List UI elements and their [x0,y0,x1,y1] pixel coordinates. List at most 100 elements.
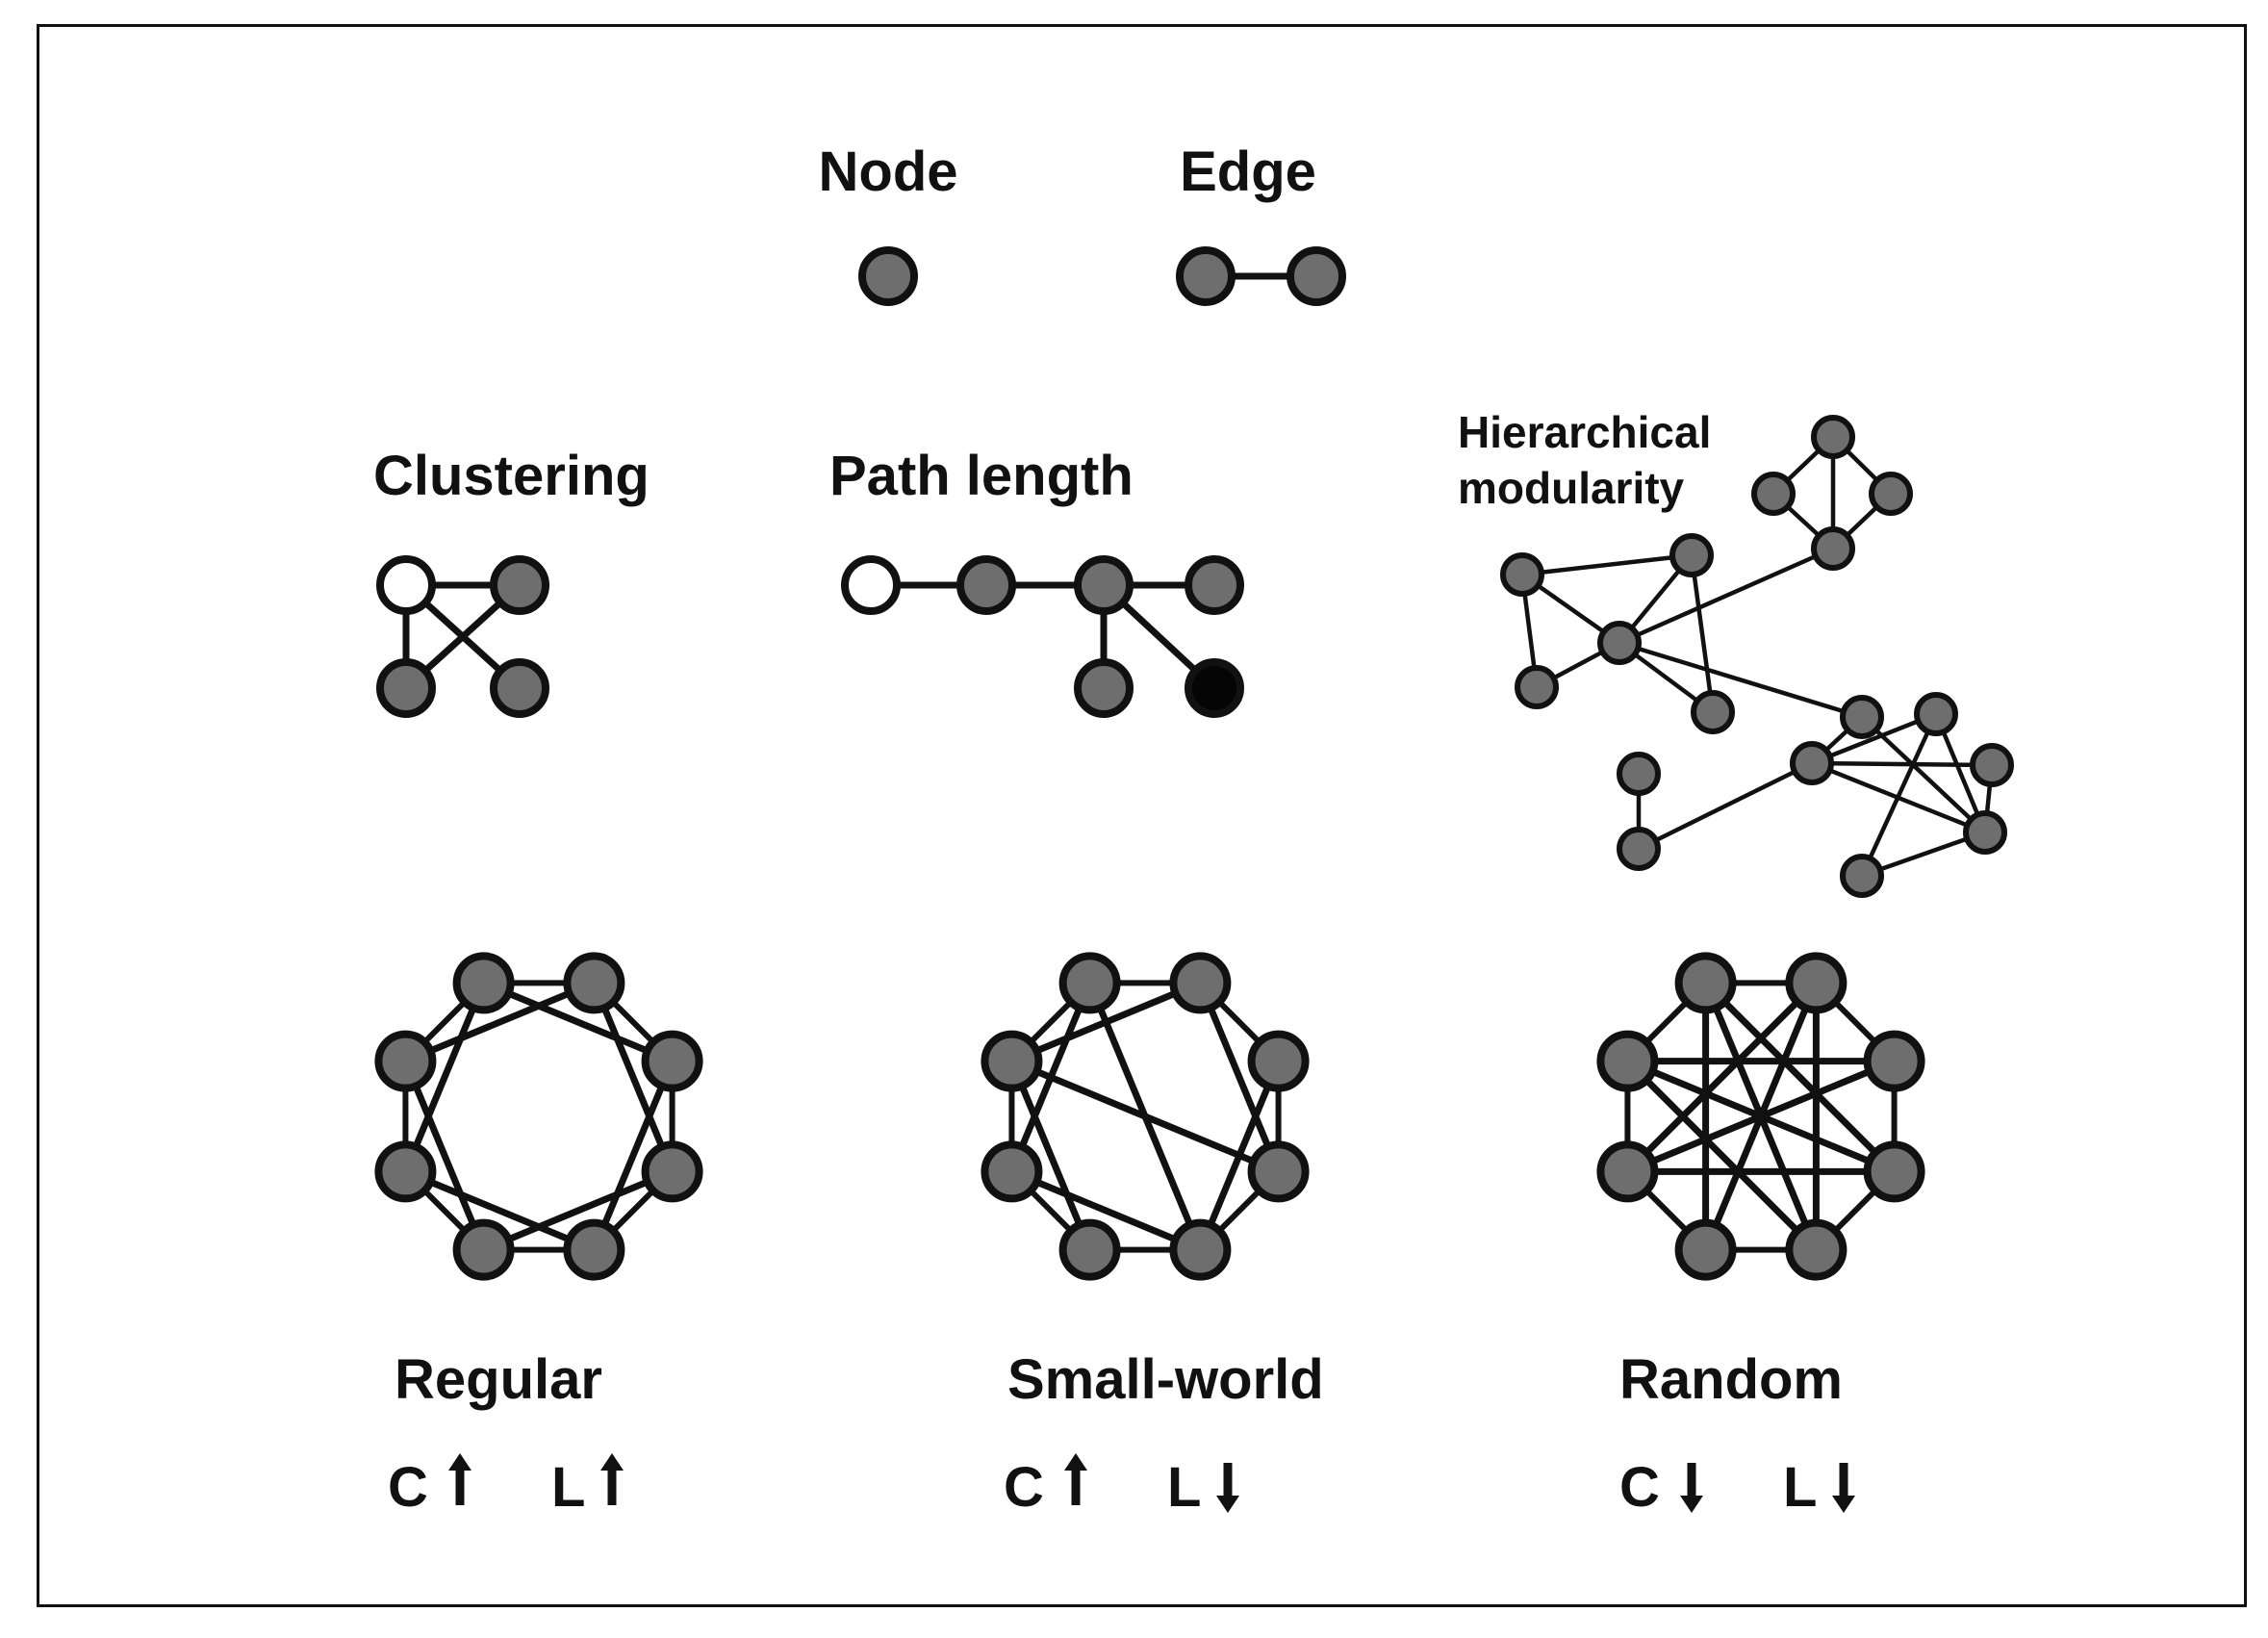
ring-edge [480,979,676,1065]
ring-node [374,1030,437,1092]
ring-edge [401,979,488,1175]
node-label: Node [819,141,958,203]
random-l-label: L [1783,1456,1817,1519]
ring-edge [1007,1058,1094,1254]
shortcut-edge [1007,1058,1283,1175]
small-world-c-label: C [1004,1456,1044,1519]
hier-node [1840,854,1884,898]
hier-node [1869,472,1913,516]
ring-node [1596,1140,1659,1203]
ring-node [1674,1218,1737,1281]
random-edge [1623,979,1820,1175]
ring-node [1247,1030,1310,1092]
path-node [1074,658,1134,718]
ring-node [563,1218,625,1281]
ring-node [563,952,625,1014]
hier-node [1963,810,2007,855]
random-edge [1623,1058,1820,1254]
ring-node [1058,952,1121,1014]
ring-node [1863,1030,1925,1092]
ring-node [1058,1218,1121,1281]
path-node [956,555,1016,615]
ring-edge [590,979,676,1175]
regular-c-label: C [388,1456,428,1519]
random-edge [1623,1058,1898,1175]
ring-node [1247,1140,1310,1203]
legend-edge-node-a [1176,246,1236,306]
hierarchical-label-line2: modularity [1458,463,1685,513]
random-metrics: C L [1619,1456,1855,1519]
path-length-example: Path length [829,445,1244,718]
arrow-down-icon [1832,1463,1855,1513]
clustering-node [376,658,436,718]
arrow-up-icon [1064,1453,1087,1505]
small-world-label: Small-world [1007,1348,1324,1411]
path-node [1185,555,1244,615]
ring-edge [401,979,598,1065]
legend-edge: Edge [1176,141,1346,306]
regular-metrics: C L [388,1453,624,1519]
legend-edge-node-b [1287,246,1346,306]
arrow-down-icon [1680,1463,1703,1513]
path-start-node [841,555,901,615]
regular-label: Regular [395,1348,602,1411]
ring-edge [401,1167,598,1254]
ring-node [1169,1218,1232,1281]
random-edge [1702,979,1898,1175]
small-world-network [981,952,1310,1281]
random-c-label: C [1619,1456,1660,1519]
hier-node [1811,415,1855,459]
legend-node: Node [819,141,958,306]
regular-network [374,952,703,1281]
hierarchical-label-line1: Hierarchical [1458,407,1711,457]
hier-node [1751,472,1796,516]
ring-edge [480,1167,676,1254]
ring-node [1169,952,1232,1014]
hier-node [1914,692,1958,736]
ring-edge [1007,1167,1204,1254]
hierarchical-modularity-example: Hierarchical modularity [1458,407,2014,898]
hier-node [1840,695,1884,739]
ring-node [1785,1218,1848,1281]
hier-node [1790,741,1834,785]
arrow-up-icon [600,1453,624,1505]
hier-node [1515,665,1559,709]
path-node [1074,555,1134,615]
clustering-label: Clustering [373,445,650,507]
ring-node [641,1140,703,1203]
figure-frame [37,24,2247,1607]
hier-node [1970,743,2014,787]
random-label: Random [1619,1348,1843,1411]
ring-node [452,1218,515,1281]
hier-node [1617,827,1661,871]
edge-label: Edge [1180,141,1316,203]
ring-node [374,1140,437,1203]
hier-node [1669,533,1714,577]
clustering-focal-node [376,555,436,615]
ring-node [981,1030,1043,1092]
ring-node [1863,1140,1925,1203]
regular-l-label: L [551,1456,585,1519]
hierarchical-nodes [1500,415,2014,898]
hier-node [1617,752,1661,796]
clustering-node [490,555,549,615]
ring-node [641,1030,703,1092]
arrow-down-icon [1216,1463,1239,1513]
random-network [1596,952,1925,1281]
small-world-l-label: L [1167,1456,1201,1519]
hier-node [1500,552,1544,597]
hier-node [1691,690,1735,734]
hier-node [1811,526,1855,571]
clustering-node [490,658,549,718]
ring-outer-edges [402,980,675,1253]
ring-edge [1196,979,1283,1175]
path-length-label: Path length [829,445,1134,507]
ring-node [452,952,515,1014]
ring-node [1785,952,1848,1014]
arrow-up-icon [448,1453,471,1505]
ring-node [981,1140,1043,1203]
path-end-node [1185,658,1244,718]
ring-node [1674,952,1737,1014]
legend-node-circle [858,246,918,306]
